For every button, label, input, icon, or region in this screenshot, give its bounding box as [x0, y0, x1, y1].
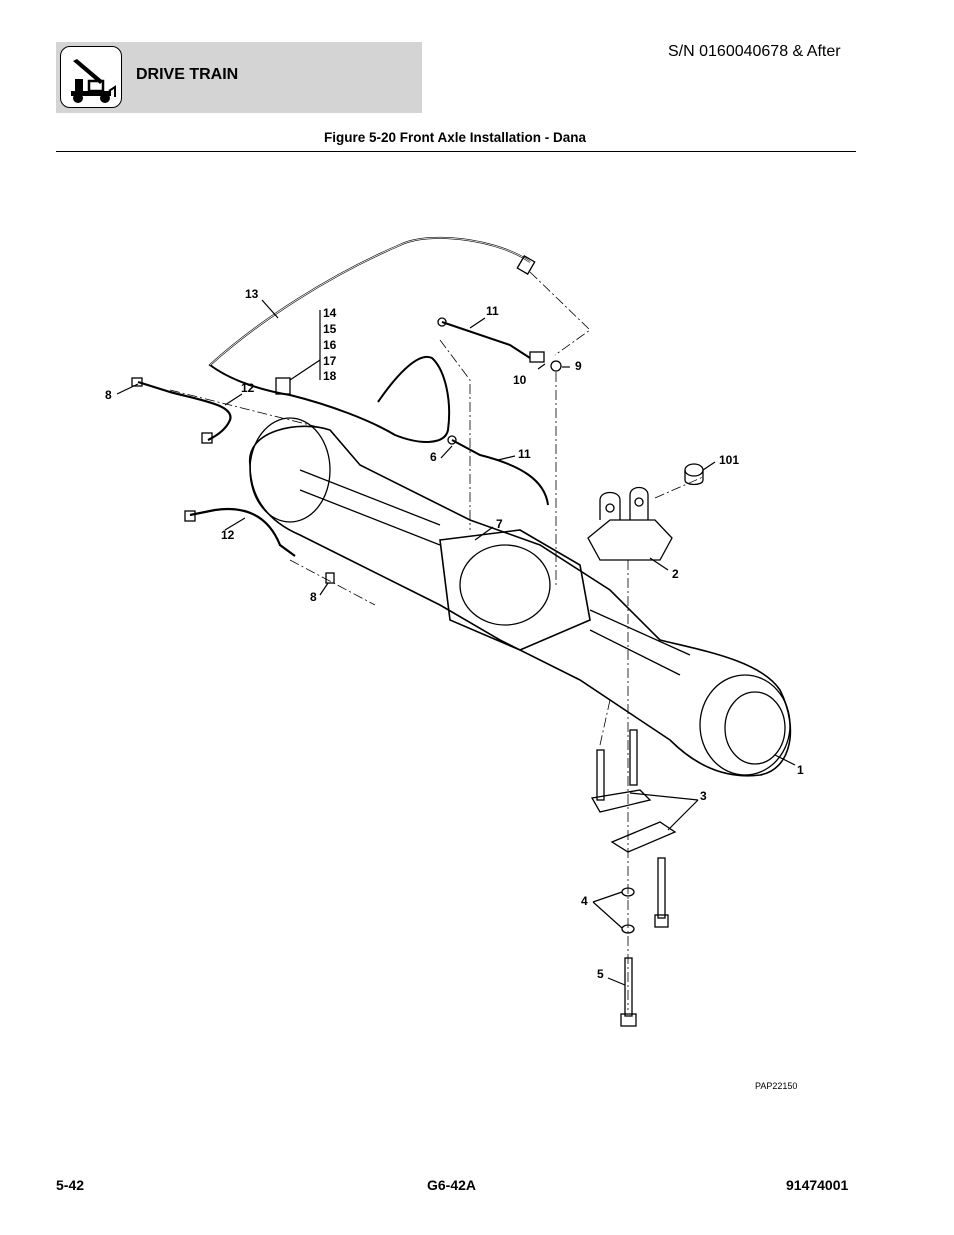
callout-14: 14	[323, 306, 337, 320]
callout-8-upper: 8	[105, 388, 112, 402]
callout-5: 5	[597, 967, 604, 981]
page-number: 5-42	[56, 1177, 85, 1193]
section-title: DRIVE TRAIN	[136, 66, 239, 83]
callout-4: 4	[581, 894, 588, 908]
header-rule	[56, 151, 856, 152]
callout-12-lower: 12	[221, 528, 235, 542]
callout-17: 17	[323, 354, 337, 368]
serial-range: S/N 0160040678 & After	[668, 43, 841, 60]
model-number: G6-42A	[427, 1177, 477, 1193]
document-number: 91474001	[786, 1177, 849, 1193]
figure-caption: Figure 5-20 Front Axle Installation - Da…	[323, 130, 587, 145]
callout-11-upper: 11	[486, 304, 499, 318]
callout-18: 18	[323, 369, 337, 383]
callout-12-upper: 12	[241, 381, 255, 395]
callout-15: 15	[323, 322, 337, 336]
callout-101: 101	[719, 453, 739, 467]
callout-6: 6	[430, 450, 437, 464]
callout-10: 10	[513, 373, 527, 387]
callout-9: 9	[575, 359, 582, 373]
callout-7: 7	[496, 517, 503, 531]
figure-ref-code: PAP22150	[755, 1081, 797, 1091]
callout-3: 3	[700, 789, 707, 803]
callout-1: 1	[797, 763, 804, 777]
telehandler-icon	[60, 46, 122, 108]
callout-2: 2	[672, 567, 679, 581]
callout-13: 13	[245, 287, 259, 301]
callout-8-lower: 8	[310, 590, 317, 604]
callout-16: 16	[323, 338, 337, 352]
section-header: DRIVE TRAIN	[56, 42, 422, 113]
callout-11-lower: 11	[518, 447, 531, 461]
